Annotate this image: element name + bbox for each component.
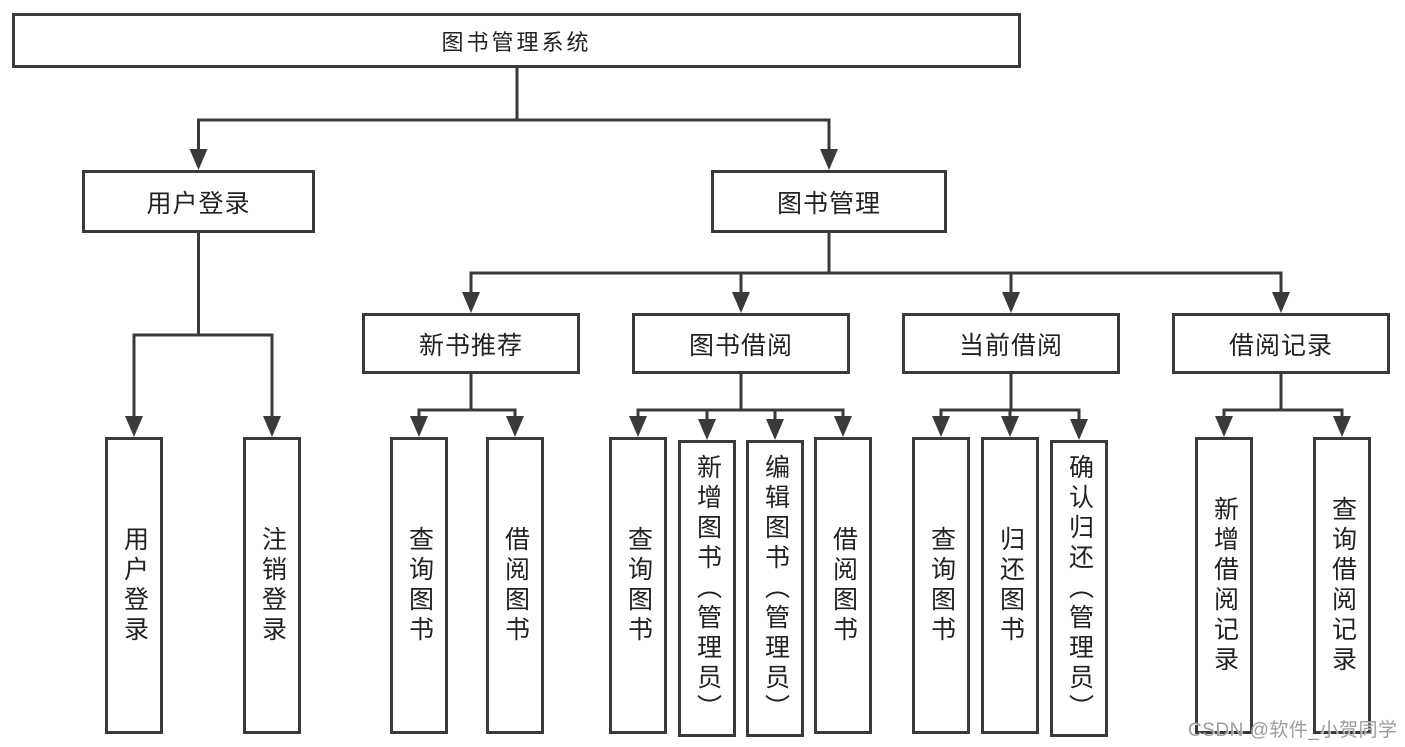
leaf-logout: 注销登录 bbox=[243, 437, 301, 734]
node-book-borrowing-label: 图书借阅 bbox=[688, 331, 793, 360]
node-user-login: 用户登录 bbox=[82, 170, 315, 233]
connector-new-book-recommend-to-leaves bbox=[410, 374, 524, 437]
leaf-add-books-admin: 新增图书（管理员） bbox=[678, 440, 736, 737]
node-user-login-label: 用户登录 bbox=[146, 189, 251, 218]
csdn-watermark: CSDN @软件_小贺同学 bbox=[1188, 720, 1398, 741]
leaf-borrow-books-recommend: 借阅图书 bbox=[486, 437, 544, 734]
node-library-system-label: 图书管理系统 bbox=[441, 29, 592, 55]
leaf-query-books-current-label: 查询图书 bbox=[927, 525, 956, 646]
node-book-borrowing: 图书借阅 bbox=[632, 313, 850, 374]
leaf-borrow-books-recommend-label: 借阅图书 bbox=[501, 525, 530, 646]
connector-current-borrowing-to-leaves bbox=[932, 374, 1088, 440]
leaf-add-borrow-record-label: 新增借阅记录 bbox=[1210, 495, 1239, 676]
leaf-user-login-label: 用户登录 bbox=[120, 525, 149, 646]
leaf-logout-label: 注销登录 bbox=[258, 525, 287, 646]
leaf-borrow-books-borrowing: 借阅图书 bbox=[814, 437, 872, 734]
leaf-add-borrow-record: 新增借阅记录 bbox=[1195, 437, 1253, 734]
leaf-return-books-label: 归还图书 bbox=[996, 525, 1025, 646]
node-current-borrowing-label: 当前借阅 bbox=[958, 331, 1063, 360]
node-library-system: 图书管理系统 bbox=[12, 13, 1021, 68]
leaf-borrow-books-borrowing-label: 借阅图书 bbox=[829, 525, 858, 646]
connector-book-management-to-level3 bbox=[462, 233, 1290, 313]
connector-user-login-to-leaves bbox=[125, 233, 281, 437]
leaf-query-borrow-record-label: 查询借阅记录 bbox=[1328, 495, 1357, 676]
leaf-add-books-admin-label: 新增图书（管理员） bbox=[693, 453, 722, 724]
node-book-management-label: 图书管理 bbox=[776, 189, 881, 218]
node-book-management: 图书管理 bbox=[711, 170, 947, 233]
leaf-query-borrow-record: 查询借阅记录 bbox=[1313, 437, 1371, 734]
node-borrowing-records: 借阅记录 bbox=[1172, 313, 1390, 374]
leaf-confirm-return-admin: 确认归还（管理员） bbox=[1050, 440, 1108, 737]
leaf-query-books-recommend: 查询图书 bbox=[390, 437, 448, 734]
leaf-edit-books-admin-label: 编辑图书（管理员） bbox=[761, 453, 790, 724]
connector-root-to-level2 bbox=[189, 68, 838, 170]
leaf-return-books: 归还图书 bbox=[981, 437, 1039, 734]
connector-borrowing-records-to-leaves bbox=[1215, 374, 1351, 437]
leaf-query-books-current: 查询图书 bbox=[912, 437, 970, 734]
leaf-user-login: 用户登录 bbox=[105, 437, 163, 734]
node-new-book-recommend: 新书推荐 bbox=[362, 313, 580, 374]
node-new-book-recommend-label: 新书推荐 bbox=[418, 331, 523, 360]
leaf-query-books-borrowing: 查询图书 bbox=[609, 437, 667, 734]
leaf-query-books-recommend-label: 查询图书 bbox=[405, 525, 434, 646]
leaf-query-books-borrowing-label: 查询图书 bbox=[624, 525, 653, 646]
leaf-edit-books-admin: 编辑图书（管理员） bbox=[746, 440, 804, 737]
node-current-borrowing: 当前借阅 bbox=[902, 313, 1120, 374]
leaf-confirm-return-admin-label: 确认归还（管理员） bbox=[1065, 453, 1094, 724]
node-borrowing-records-label: 借阅记录 bbox=[1228, 331, 1333, 360]
connector-book-borrowing-to-leaves bbox=[629, 374, 852, 440]
